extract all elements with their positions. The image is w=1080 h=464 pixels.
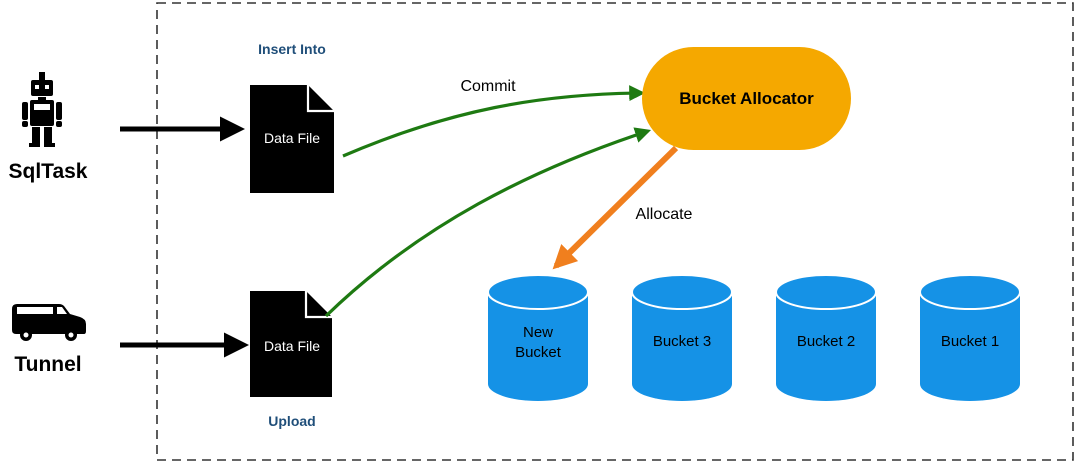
allocate-label: Allocate — [636, 206, 693, 223]
commit-arrow-top — [342, 85, 646, 158]
bucket-new: New Bucket — [487, 274, 589, 401]
van-icon — [12, 304, 86, 341]
data-file-bottom-label: Data File — [264, 338, 320, 354]
bucket-2: Bucket 2 — [775, 274, 877, 401]
allocate-arrow — [552, 145, 679, 270]
bucket-allocator-node — [642, 47, 851, 150]
insert-into-caption: Insert Into — [258, 41, 326, 57]
sqltask-label: SqlTask — [9, 160, 88, 183]
bucket-1-label: Bucket 1 — [941, 333, 999, 350]
bucket-2-label: Bucket 2 — [797, 333, 855, 350]
data-file-icon-bottom — [250, 291, 332, 397]
data-file-icon-top — [250, 85, 334, 193]
bucket-1: Bucket 1 — [919, 274, 1021, 401]
bucket-3: Bucket 3 — [631, 274, 733, 401]
system-boundary — [156, 2, 1074, 461]
bucket-new-label-line2: Bucket — [515, 344, 562, 361]
bucket-new-label-line1: New — [523, 324, 553, 341]
upload-caption: Upload — [268, 413, 315, 429]
bucket-allocator-label: Bucket Allocator — [679, 89, 814, 108]
data-file-top-label: Data File — [264, 130, 320, 146]
commit-arrow-bottom — [324, 127, 652, 318]
bucket-3-label: Bucket 3 — [653, 333, 711, 350]
commit-label: Commit — [460, 78, 516, 95]
robot-icon — [22, 72, 62, 147]
tunnel-label: Tunnel — [14, 353, 81, 376]
